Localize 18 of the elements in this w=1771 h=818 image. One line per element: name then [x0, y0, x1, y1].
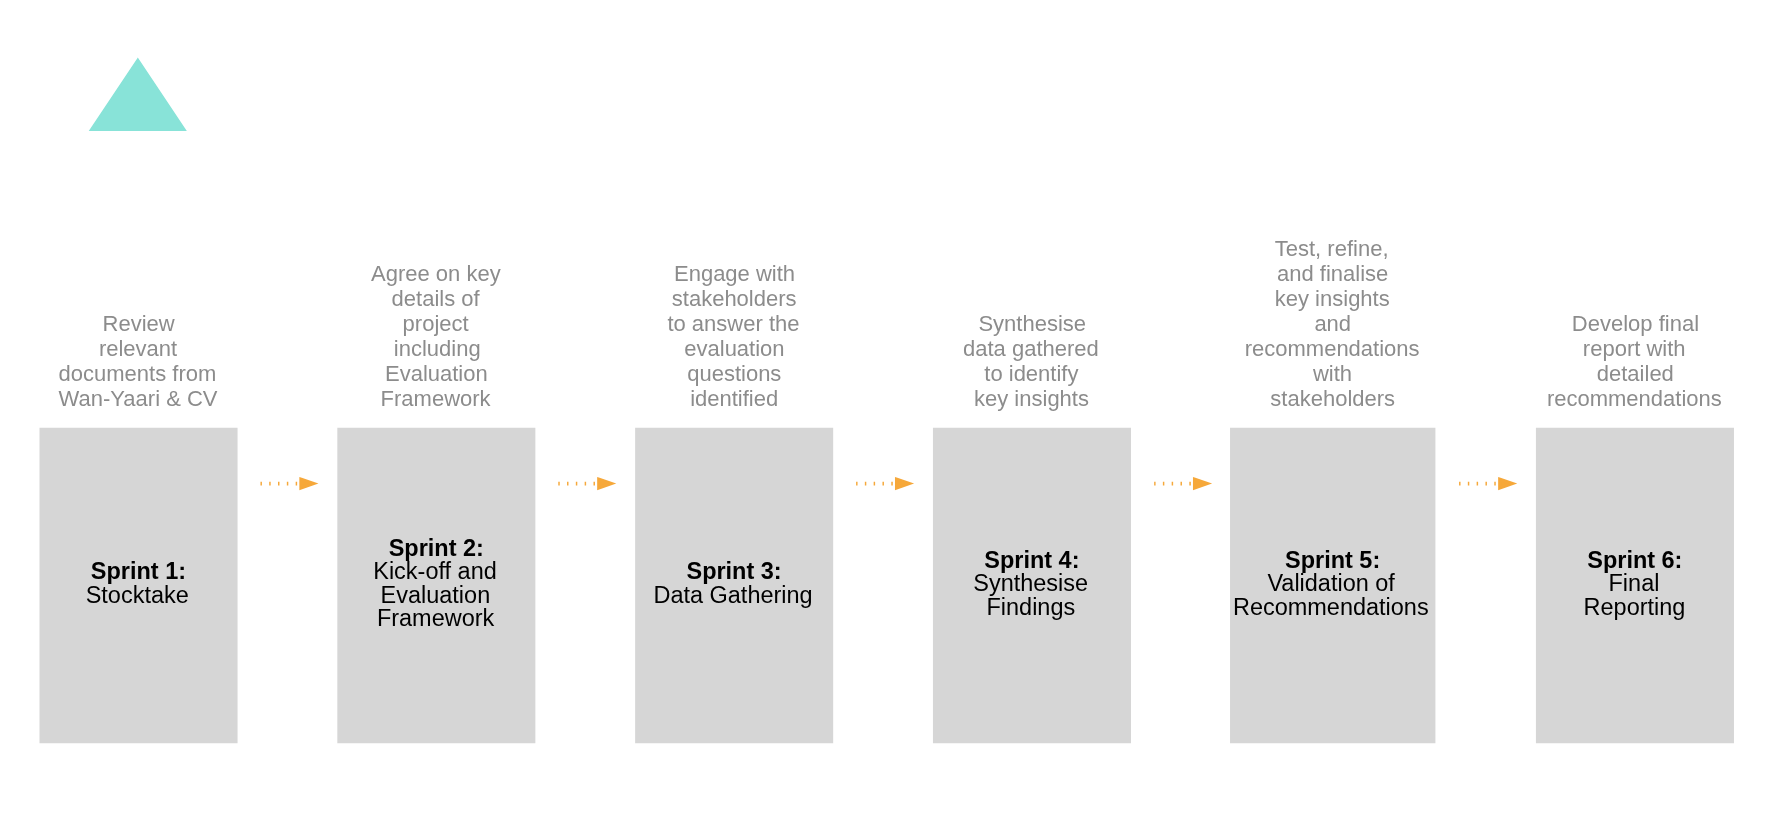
arrow [1153, 476, 1212, 490]
node-label: Engage with stakeholders to answer the evaluation questions identified [666, 260, 799, 411]
node-label: Develop final report with detailed recommendations [1546, 310, 1722, 411]
arrow [1458, 476, 1517, 490]
node-box: Sprint 6: Final Reporting [1535, 427, 1734, 743]
node-label: Test, refine, and finalise key insights and recommendations with stakeholders [1244, 235, 1420, 411]
node-label: Agree on key details of project including Evaluation Framework [370, 260, 501, 411]
node-box: Sprint 3: Data Gathering [634, 427, 833, 743]
node-label: Review relevant documents from Wan-Yaari & CV [58, 310, 218, 411]
arrow [557, 476, 616, 490]
node-box: Sprint 1: Stocktake [39, 427, 238, 743]
node-box: Sprint 4: Synthesise Findings [932, 427, 1131, 743]
arrow [855, 476, 914, 490]
arrow [259, 476, 318, 490]
node-box: Sprint 5: Validation of Recommendations [1229, 427, 1435, 743]
node-box: Sprint 2: Kick-off and Evaluation Framework [336, 427, 535, 743]
node-triangle [88, 57, 187, 131]
node-label: Synthesise data gathered to identify key insights [962, 310, 1099, 411]
